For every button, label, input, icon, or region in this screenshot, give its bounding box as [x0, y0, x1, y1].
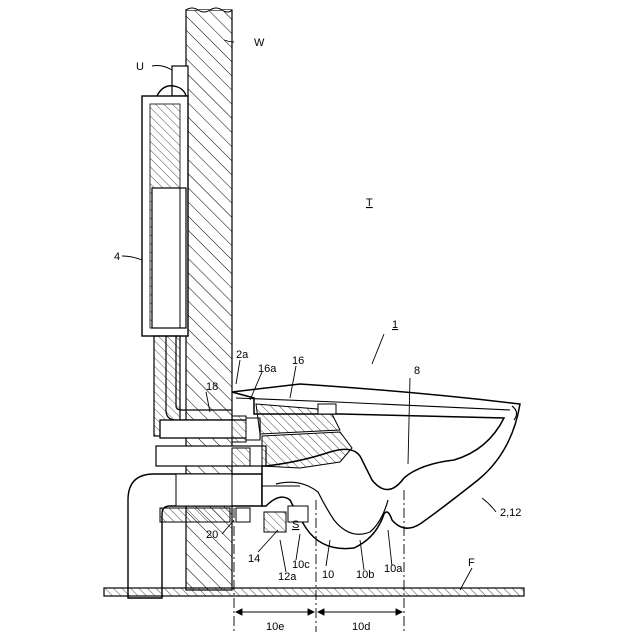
label-s: S [292, 519, 299, 531]
label-10c: 10c [292, 559, 310, 571]
label-14: 14 [248, 553, 260, 565]
label-20: 20 [206, 529, 218, 541]
label-12a: 12a [278, 571, 297, 583]
supply-pipe-u [156, 66, 188, 98]
label-t: T [366, 197, 373, 209]
floor [104, 588, 524, 596]
label-w: W [254, 37, 265, 49]
label-10b: 10b [356, 569, 374, 581]
label-10e: 10e [266, 621, 284, 633]
outlet-part [264, 506, 308, 532]
label-u: U [136, 61, 144, 73]
label-10d: 10d [352, 621, 370, 633]
label-f: F [468, 557, 475, 569]
dimension-lines [236, 609, 402, 615]
label-2a: 2a [236, 349, 249, 361]
label-8: 8 [414, 365, 420, 377]
label-18: 18 [206, 381, 218, 393]
tank [142, 96, 188, 336]
label-2-12: 2,12 [500, 507, 521, 519]
label-10: 10 [322, 569, 334, 581]
label-16: 16 [292, 355, 304, 367]
label-1: 1 [392, 319, 398, 331]
label-10a: 10a [384, 563, 403, 575]
label-4: 4 [114, 251, 120, 263]
label-16a: 16a [258, 363, 277, 375]
mid-connector [156, 446, 266, 466]
upper-connector [160, 416, 260, 442]
